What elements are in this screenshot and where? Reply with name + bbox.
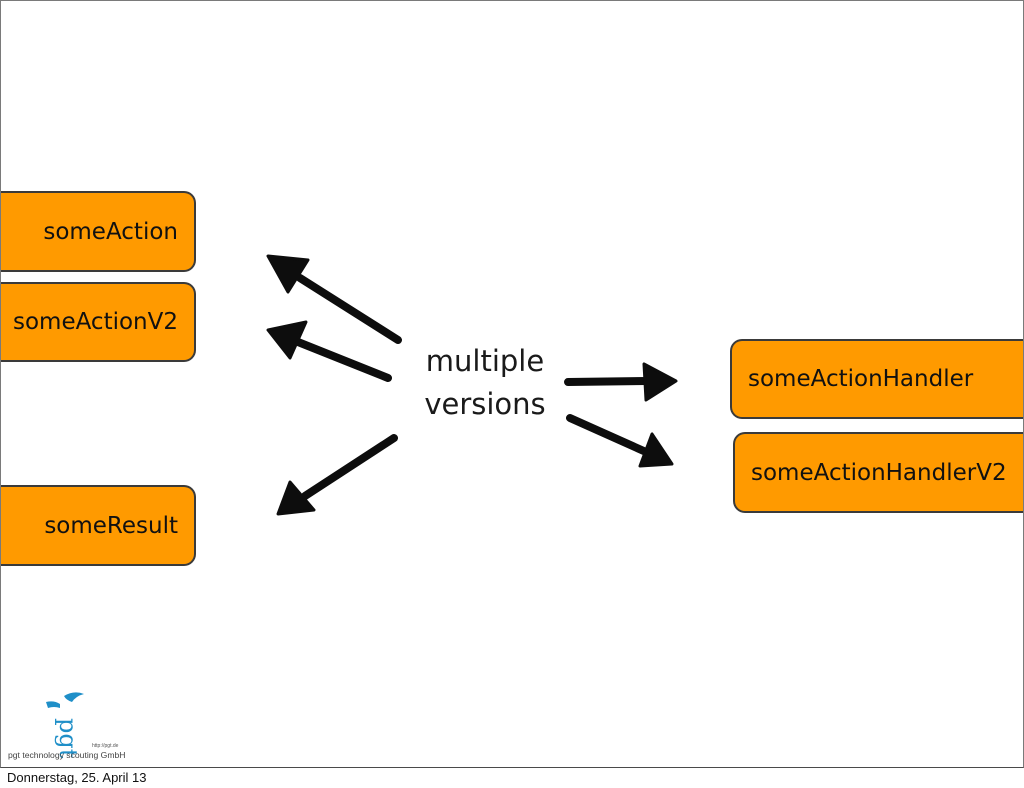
- pgt-logo-company: pgt technology scouting GmbH: [8, 750, 126, 760]
- some-action-v2-box: someActionV2: [0, 282, 196, 362]
- arrow-to-some-result: [276, 434, 398, 516]
- some-result-label: someResult: [44, 512, 178, 539]
- some-action-handler-box: someActionHandler: [730, 339, 1024, 419]
- arrow-to-some-action-handler: [564, 362, 678, 402]
- some-action-handler-label: someActionHandler: [748, 366, 974, 392]
- multiple-versions-label: multiple versions: [410, 340, 560, 426]
- pgt-logo-mark: pgt: [54, 718, 82, 759]
- center-label-line-1: multiple: [425, 344, 545, 378]
- arrow-to-some-action-v2: [266, 320, 392, 382]
- some-action-handler-v2-label: someActionHandlerV2: [751, 459, 1007, 486]
- center-label-line-2: versions: [424, 387, 546, 421]
- some-action-handler-v2-box: someActionHandlerV2: [733, 432, 1024, 513]
- some-action-box: someAction: [0, 191, 196, 272]
- some-action-v2-label: someActionV2: [12, 309, 178, 335]
- pgt-logo-url: http://pgt.de: [92, 743, 119, 749]
- slide: someAction someActionV2 someResult someA…: [0, 0, 1024, 768]
- pgt-logo-mark-icon: pgt http://pgt.de pgt technology scoutin…: [8, 692, 126, 760]
- arrows-layer: [266, 254, 678, 516]
- arrow-to-some-action-handler-v2: [566, 414, 674, 468]
- arrow-to-some-action: [266, 254, 402, 344]
- some-action-label: someAction: [43, 218, 178, 245]
- pgt-logo: pgt http://pgt.de pgt technology scoutin…: [4, 688, 144, 760]
- some-result-box: someResult: [0, 485, 196, 566]
- footer-date: Donnerstag, 25. April 13: [7, 770, 147, 785]
